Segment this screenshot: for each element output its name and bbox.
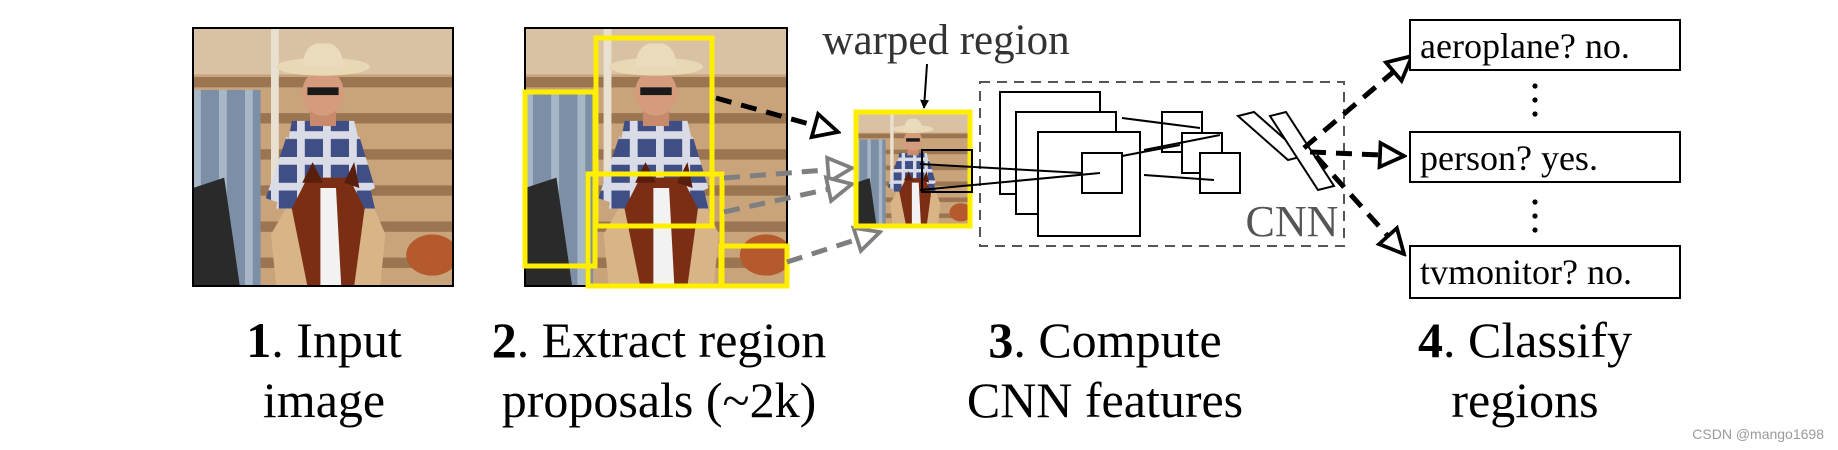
arrow-to-class-3 bbox=[1314, 154, 1404, 254]
arrow-to-class-2 bbox=[1309, 152, 1404, 156]
step-2-caption: 2. Extract region proposals (~2k) bbox=[464, 310, 854, 430]
ellipsis-1 bbox=[1532, 83, 1538, 117]
cnn-frame bbox=[979, 81, 1345, 247]
step-3-caption: 3. Compute CNN features bbox=[940, 310, 1270, 430]
class-box-3: tvmonitor? no. bbox=[1409, 245, 1681, 299]
arrow-to-class-1 bbox=[1302, 56, 1412, 150]
class-label-1: aeroplane? no. bbox=[1420, 26, 1630, 66]
step-1-line-2: image bbox=[262, 372, 386, 428]
class-box-2: person? yes. bbox=[1409, 131, 1681, 183]
class-box-1: aeroplane? no. bbox=[1409, 19, 1681, 71]
step-3-number: 3 bbox=[988, 312, 1014, 368]
warped-region-label: warped region bbox=[822, 17, 1069, 64]
step-4-line-2: regions bbox=[1451, 372, 1599, 428]
gray-arrow-3 bbox=[786, 232, 880, 265]
step-2-number: 2 bbox=[491, 312, 517, 368]
cnn-network bbox=[919, 91, 1336, 237]
watermark: CSDN @mango1698 bbox=[1692, 426, 1824, 442]
gray-arrow-1 bbox=[723, 168, 852, 178]
input-image bbox=[192, 27, 454, 287]
cnn-input-window bbox=[921, 149, 973, 193]
step-4-line-1: . Classify bbox=[1443, 312, 1632, 368]
step-4-number: 4 bbox=[1418, 312, 1444, 368]
warped-region-image bbox=[853, 109, 973, 229]
class-label-3: tvmonitor? no. bbox=[1420, 252, 1632, 292]
step-1-number: 1 bbox=[246, 312, 272, 368]
class-label-2: person? yes. bbox=[1420, 138, 1598, 178]
proposal-box-small bbox=[718, 243, 790, 289]
proposal-arrows bbox=[715, 95, 880, 265]
step-1-caption: 1. Input image bbox=[214, 310, 434, 430]
class-arrows bbox=[1302, 56, 1412, 254]
dark-arrow bbox=[715, 95, 838, 132]
step-2-line-2: proposals (~2k) bbox=[501, 372, 817, 428]
step-1-line-1: . Input bbox=[271, 312, 402, 368]
region-proposal-boxes bbox=[522, 35, 790, 289]
warped-region-pointer bbox=[920, 63, 930, 109]
ellipsis-2 bbox=[1532, 199, 1538, 233]
proposal-box-shed bbox=[522, 89, 598, 269]
step-4-caption: 4. Classify regions bbox=[1390, 310, 1660, 430]
step-3-line-1: . Compute bbox=[1013, 312, 1222, 368]
step-2-line-1: . Extract region bbox=[516, 312, 827, 368]
gray-arrow-2 bbox=[723, 184, 852, 215]
cnn-label: CNN bbox=[1246, 197, 1339, 246]
proposal-box-horse bbox=[585, 171, 725, 289]
step-3-line-2: CNN features bbox=[966, 372, 1244, 428]
